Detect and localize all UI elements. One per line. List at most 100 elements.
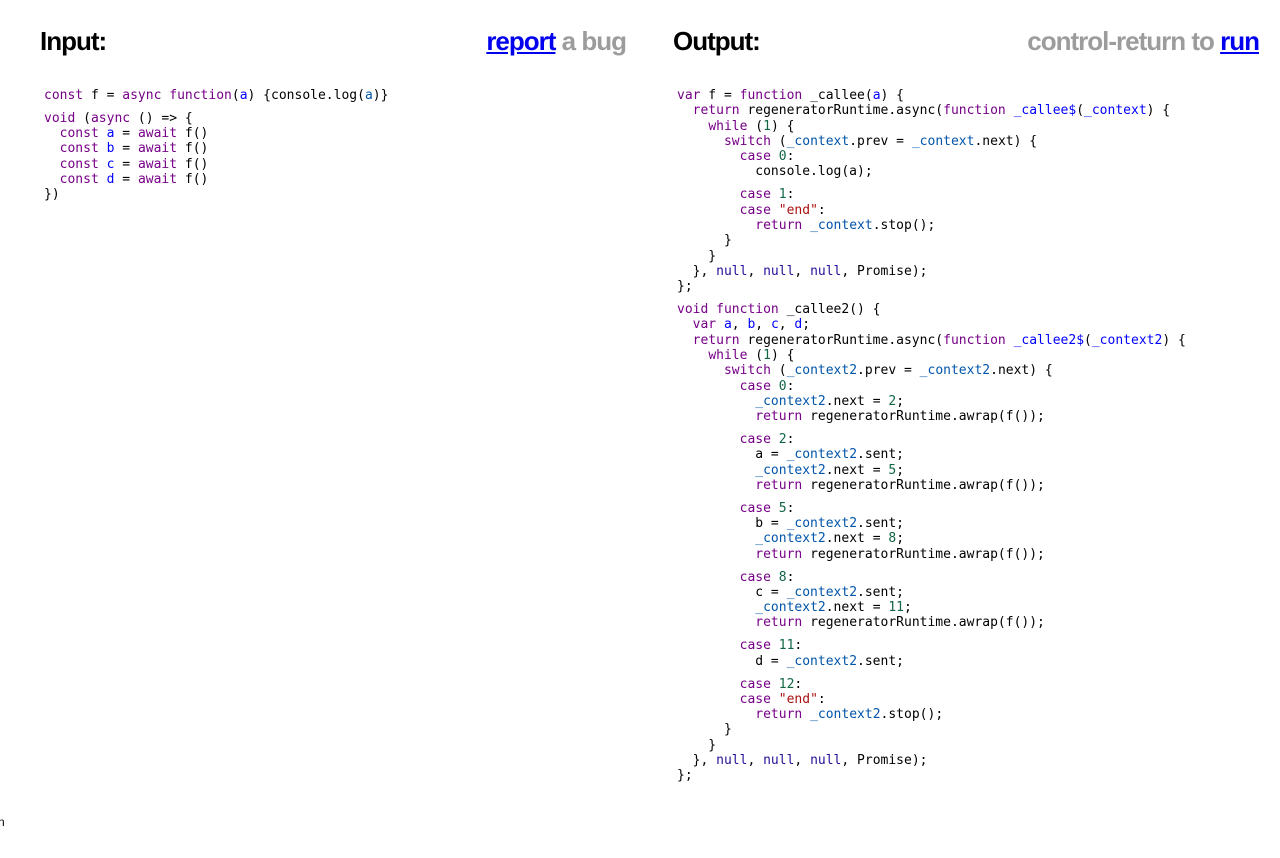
code-token: var [692, 317, 717, 333]
code-token [771, 638, 779, 653]
code-token: regeneratorRuntime.awrap(f()); [802, 615, 1045, 631]
code-token: ) { [1146, 103, 1171, 119]
code-token: d [794, 317, 803, 333]
code-token: await [137, 172, 178, 188]
output-code-line: d = _context2.sent; [677, 654, 1186, 669]
output-code-line: _context2.next = 8; [677, 531, 1186, 546]
code-token [802, 707, 810, 722]
code-token: : [786, 378, 795, 394]
output-code-line: while (1) { [677, 119, 1186, 134]
code-token: d = [677, 653, 787, 669]
code-token: ) { [880, 88, 905, 103]
code-token: 11 [888, 600, 905, 616]
output-code-line [677, 294, 1186, 302]
code-token: _context2 [786, 447, 858, 463]
code-token: void [677, 302, 709, 318]
code-token: () => { [130, 110, 193, 126]
code-token: ( [770, 133, 787, 149]
report-link[interactable]: report [486, 26, 556, 56]
output-code-line: case 1: [677, 187, 1186, 202]
code-token [677, 547, 755, 562]
code-token: case [739, 149, 771, 165]
code-token: case [739, 569, 771, 585]
output-code-line: return _context.stop(); [677, 218, 1186, 233]
code-token [99, 157, 107, 172]
output-code-line: case "end": [677, 692, 1186, 707]
code-token: 8 [888, 531, 897, 547]
code-token: _callee$ [1013, 103, 1077, 119]
input-pane: Input: report a bug const f = async func… [40, 0, 627, 858]
code-token: f() [177, 156, 209, 172]
output-code-line: } [677, 722, 1186, 737]
code-token: return [755, 615, 803, 631]
code-token: null [810, 753, 842, 769]
output-code-line: return regeneratorRuntime.async(function… [677, 103, 1186, 118]
code-token: case [739, 378, 771, 394]
input-code-line [44, 103, 388, 111]
report-suffix: a bug [555, 26, 627, 56]
code-token: while [708, 118, 748, 134]
run-link[interactable]: run [1220, 26, 1260, 56]
run-hint: control-return to run [1027, 26, 1260, 57]
code-token: await [137, 156, 178, 172]
code-token: } [677, 233, 732, 249]
input-code-editor[interactable]: const f = async function(a) {console.log… [44, 88, 388, 203]
code-token: , [747, 263, 764, 279]
code-token: , [731, 317, 748, 333]
code-token: , [794, 753, 811, 769]
code-token: a = [677, 447, 787, 463]
code-token: 1 [763, 347, 771, 363]
code-token: ; [802, 317, 811, 333]
code-token: ; [896, 531, 905, 547]
output-code-line [677, 424, 1186, 432]
code-token: regeneratorRuntime.awrap(f()); [802, 546, 1045, 562]
code-token: return [755, 707, 803, 723]
output-header: Output: control-return to run [673, 26, 1260, 64]
code-token [677, 600, 755, 615]
code-token [677, 570, 740, 585]
code-token: f() [177, 172, 209, 188]
code-token [677, 409, 755, 424]
input-code-line: void (async () => { [44, 111, 388, 126]
code-token: _context [1084, 103, 1147, 119]
output-code-line: void function _callee2() { [677, 302, 1186, 317]
output-code-line [677, 631, 1186, 639]
code-token: f() [177, 141, 209, 157]
code-token: .sent; [857, 653, 904, 669]
code-token: null [763, 263, 795, 279]
output-title: Output: [673, 26, 761, 56]
code-token: .next = [825, 393, 889, 409]
code-token: .stop(); [872, 217, 936, 233]
code-token: 12 [778, 676, 795, 692]
code-token [677, 478, 755, 493]
output-code-line: return regeneratorRuntime.async(function… [677, 333, 1186, 348]
code-token: a [364, 88, 373, 103]
code-token [44, 157, 60, 172]
output-code-line: return regeneratorRuntime.awrap(f()); [677, 409, 1186, 424]
code-token: b [747, 317, 756, 333]
code-token: const [59, 141, 99, 157]
code-token: ; [896, 393, 905, 409]
output-code-view: var f = function _callee(a) { return reg… [677, 88, 1186, 784]
code-token [677, 531, 755, 546]
code-token: function [716, 302, 779, 318]
code-token: return [755, 409, 803, 425]
code-token: case [739, 202, 771, 218]
code-token: case [739, 500, 771, 516]
code-token [677, 363, 724, 378]
code-token: return [755, 477, 803, 493]
code-token: } [677, 248, 717, 264]
code-token: function [943, 103, 1006, 119]
code-token: 0 [778, 149, 787, 165]
code-token: b [106, 141, 115, 157]
code-token: 2 [888, 393, 897, 409]
input-header: Input: report a bug [40, 26, 627, 64]
input-code-line: const f = async function(a) {console.log… [44, 88, 388, 103]
code-token: ( [231, 88, 240, 103]
code-token: void [44, 110, 76, 126]
output-code-line: } [677, 738, 1186, 753]
output-code-line [677, 493, 1186, 501]
output-code-line: }; [677, 279, 1186, 294]
code-token [1006, 333, 1014, 348]
code-token: : [794, 638, 803, 654]
